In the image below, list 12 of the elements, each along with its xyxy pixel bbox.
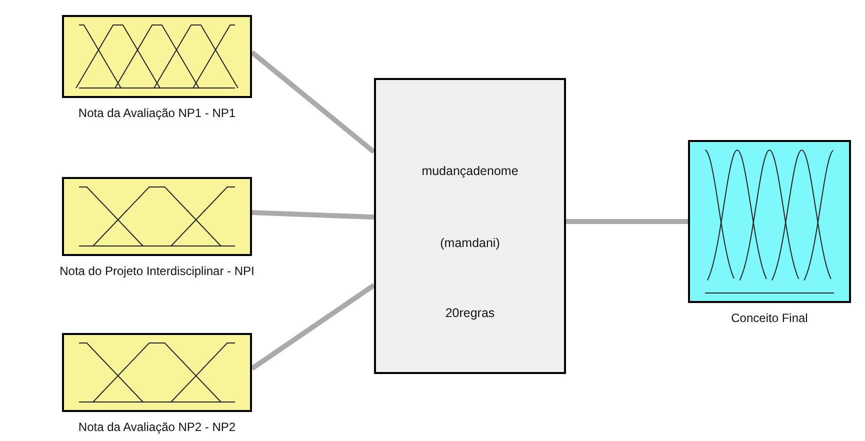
connector-line	[566, 219, 688, 224]
rule-engine-box	[374, 78, 566, 374]
variable-label: Nota do Projeto Interdisciplinar - NPI	[60, 264, 254, 278]
variable-label: Nota da Avaliação NP2 - NP2	[78, 420, 236, 434]
connector-line	[252, 210, 374, 220]
connector-line	[250, 50, 376, 154]
variable-label: Conceito Final	[731, 311, 808, 325]
variable-label: Nota da Avaliação NP1 - NP1	[78, 106, 236, 120]
connector-line	[250, 283, 376, 371]
system-info-text: mudançadenome	[420, 164, 520, 178]
system-info-text: (mamdani)	[439, 236, 501, 250]
system-info-text: 20regras	[444, 306, 496, 320]
